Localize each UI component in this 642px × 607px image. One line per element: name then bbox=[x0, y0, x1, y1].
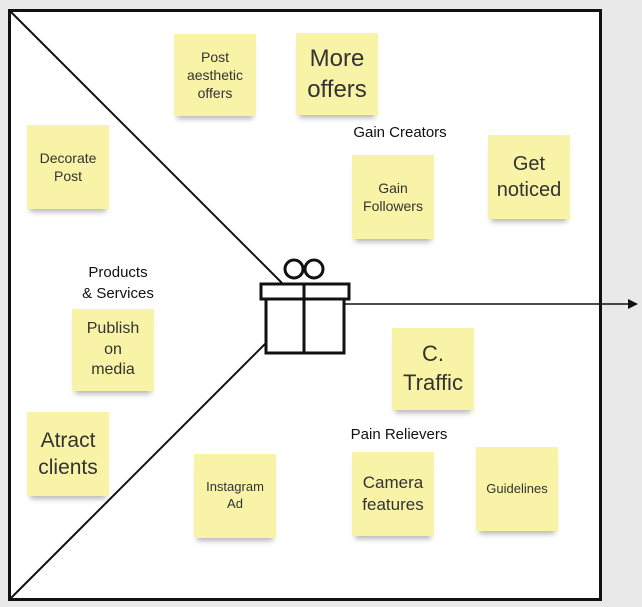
sticky-note-gain-followers[interactable]: Gain Followers bbox=[352, 155, 434, 239]
sticky-note-instagram-ad[interactable]: Instagram Ad bbox=[194, 454, 276, 538]
note-line: Ad bbox=[227, 496, 243, 511]
sticky-note-more-offers[interactable]: More offers bbox=[296, 33, 378, 115]
note-line: Instagram bbox=[206, 479, 264, 495]
note-line: aesthetic bbox=[186, 66, 244, 83]
note-line: Post bbox=[53, 168, 82, 184]
note-line: C. bbox=[422, 341, 444, 367]
note-line: Post bbox=[200, 48, 229, 65]
note-line: offers bbox=[307, 76, 367, 103]
sticky-note-get-noticed[interactable]: Get noticed bbox=[488, 135, 570, 219]
note-line: Decorate bbox=[39, 149, 97, 166]
sticky-note-publish-on-media[interactable]: Publish on media bbox=[72, 309, 154, 391]
gift-icon bbox=[259, 258, 351, 355]
note-line: Guidelines bbox=[486, 480, 548, 496]
note-line: noticed bbox=[496, 179, 562, 201]
note-line: Traffic bbox=[403, 370, 463, 395]
products-services-label: Products & Services bbox=[60, 262, 176, 304]
note-line: on bbox=[104, 340, 122, 358]
sticky-note-decorate-post[interactable]: Decorate Post bbox=[27, 125, 109, 209]
sticky-note-post-aesthetic-offers[interactable]: Post aesthetic offers bbox=[174, 34, 256, 116]
note-line: Camera bbox=[362, 472, 424, 492]
sticky-note-atract-clients[interactable]: Atract clients bbox=[27, 412, 109, 496]
arrow-head-icon bbox=[628, 299, 638, 309]
note-line: clients bbox=[38, 456, 98, 479]
products-services-label-line1: Products bbox=[88, 264, 148, 281]
note-line: Gain bbox=[378, 179, 408, 196]
lower-diagonal-line bbox=[10, 326, 283, 599]
pain-relievers-label: Pain Relievers bbox=[350, 426, 448, 443]
note-line: features bbox=[362, 495, 424, 514]
sticky-note-c-traffic[interactable]: C. Traffic bbox=[392, 328, 474, 410]
products-services-label-line2: & Services bbox=[82, 285, 154, 302]
sticky-note-camera-features[interactable]: Camera features bbox=[352, 452, 434, 536]
upper-diagonal-line bbox=[10, 11, 283, 284]
note-line: Publish bbox=[86, 319, 140, 337]
note-line: Get bbox=[512, 153, 546, 175]
note-line: offers bbox=[197, 85, 233, 102]
sticky-note-guidelines[interactable]: Guidelines bbox=[476, 447, 558, 531]
gain-creators-label: Gain Creators bbox=[353, 124, 447, 141]
note-line: media bbox=[91, 361, 135, 379]
note-line: More bbox=[309, 44, 365, 72]
note-line: Followers bbox=[363, 198, 423, 214]
note-line: Atract bbox=[40, 428, 96, 452]
